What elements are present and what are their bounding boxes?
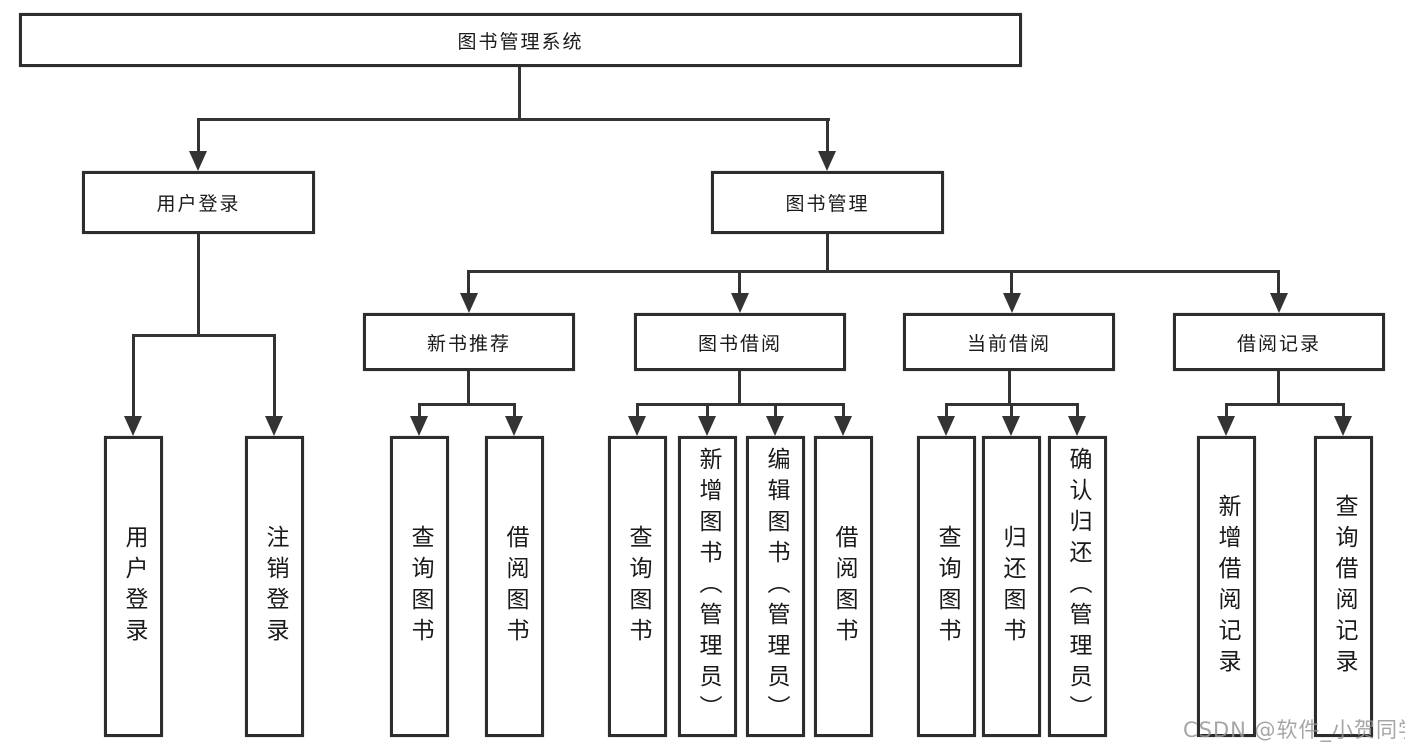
leaf-borrow-books: 借阅图书: [814, 436, 873, 737]
leaf-confirm-return-admin: 确认归还（管理员）: [1048, 436, 1107, 737]
leaf-query-borrow-record: 查询借阅记录: [1314, 436, 1373, 737]
node-label: 新书推荐: [426, 332, 511, 355]
connector-line: [132, 334, 135, 418]
node-book-borrowing: 图书借阅: [634, 313, 846, 371]
connector-line: [467, 270, 1279, 273]
arrow-down-icon: [410, 416, 428, 436]
leaf-label: 新增图书（管理员）: [695, 447, 721, 726]
arrow-down-icon: [766, 416, 784, 436]
leaf-query-books-recommend: 查询图书: [390, 436, 449, 737]
leaf-edit-book-admin: 编辑图书（管理员）: [746, 436, 805, 737]
connector-line: [418, 403, 421, 418]
leaf-label: 查询图书: [625, 524, 651, 649]
arrow-down-icon: [124, 416, 142, 436]
arrow-down-icon: [1270, 293, 1288, 313]
connector-line: [1225, 403, 1344, 406]
leaf-label: 归还图书: [999, 524, 1025, 649]
arrow-down-icon: [1217, 416, 1235, 436]
connector-line: [1342, 403, 1345, 418]
arrow-down-icon: [937, 416, 955, 436]
leaf-label: 用户登录: [121, 524, 147, 649]
watermark-text: CSDN @软件_小贺同学: [1183, 718, 1405, 742]
connector-line: [774, 403, 777, 418]
node-label: 图书管理系统: [457, 30, 584, 53]
connector-line: [636, 403, 639, 418]
leaf-add-book-admin: 新增图书（管理员）: [678, 436, 737, 737]
arrow-down-icon: [1003, 293, 1021, 313]
leaf-label: 确认归还（管理员）: [1065, 447, 1091, 726]
arrow-down-icon: [731, 293, 749, 313]
arrow-down-icon: [1334, 416, 1352, 436]
node-current-borrowing: 当前借阅: [903, 313, 1115, 371]
arrow-down-icon: [460, 293, 478, 313]
leaf-label: 借阅图书: [831, 524, 857, 649]
connector-line: [467, 270, 470, 296]
leaf-label: 新增借阅记录: [1214, 493, 1240, 680]
connector-line: [1008, 371, 1011, 406]
node-user-login: 用户登录: [82, 171, 315, 234]
arrow-down-icon: [1002, 416, 1020, 436]
node-label: 用户登录: [156, 193, 241, 215]
leaf-borrow-books-recommend: 借阅图书: [485, 436, 544, 737]
connector-line: [132, 334, 276, 337]
arrow-down-icon: [628, 416, 646, 436]
connector-line: [826, 118, 829, 156]
leaf-label: 注销登录: [262, 524, 288, 649]
connector-line: [1277, 270, 1280, 296]
connector-line: [738, 371, 741, 406]
connector-line: [738, 270, 741, 296]
connector-line: [826, 234, 829, 273]
connector-line: [1010, 403, 1013, 418]
connector-line: [636, 403, 845, 406]
connector-line: [518, 67, 521, 120]
arrow-down-icon: [189, 151, 207, 171]
node-library-system: 图书管理系统: [19, 13, 1022, 67]
leaf-label: 查询图书: [407, 524, 433, 649]
leaf-label: 查询借阅记录: [1331, 493, 1357, 680]
connector-line: [513, 403, 516, 418]
connector-line: [842, 403, 845, 418]
node-label: 图书借阅: [697, 332, 782, 355]
node-label: 借阅记录: [1236, 332, 1321, 355]
arrow-down-icon: [818, 151, 836, 171]
connector-line: [273, 334, 276, 418]
node-label: 当前借阅: [966, 332, 1051, 355]
leaf-query-books-current: 查询图书: [917, 436, 976, 737]
node-borrowing-records: 借阅记录: [1173, 313, 1385, 371]
leaf-logout: 注销登录: [245, 436, 304, 737]
connector-line: [418, 403, 516, 406]
arrow-down-icon: [698, 416, 716, 436]
leaf-label: 借阅图书: [502, 524, 528, 649]
leaf-query-books-borrowing: 查询图书: [608, 436, 667, 737]
connector-line: [467, 371, 470, 406]
node-label: 图书管理: [785, 193, 870, 215]
leaf-label: 查询图书: [934, 524, 960, 649]
leaf-return-books: 归还图书: [982, 436, 1041, 737]
connector-line: [1225, 403, 1228, 418]
connector-line: [197, 234, 200, 337]
connector-line: [1277, 371, 1280, 406]
connector-line: [1076, 403, 1079, 418]
node-new-book-recommendation: 新书推荐: [363, 313, 575, 371]
arrow-down-icon: [505, 416, 523, 436]
leaf-user-login: 用户登录: [104, 436, 163, 737]
leaf-label: 编辑图书（管理员）: [763, 447, 789, 726]
connector-line: [1010, 270, 1013, 296]
arrow-down-icon: [265, 416, 283, 436]
connector-line: [197, 118, 830, 121]
connector-line: [945, 403, 948, 418]
arrow-down-icon: [1068, 416, 1086, 436]
leaf-add-borrow-record: 新增借阅记录: [1197, 436, 1256, 737]
connector-line: [706, 403, 709, 418]
node-book-management: 图书管理: [711, 171, 944, 234]
arrow-down-icon: [834, 416, 852, 436]
connector-line: [197, 118, 200, 156]
